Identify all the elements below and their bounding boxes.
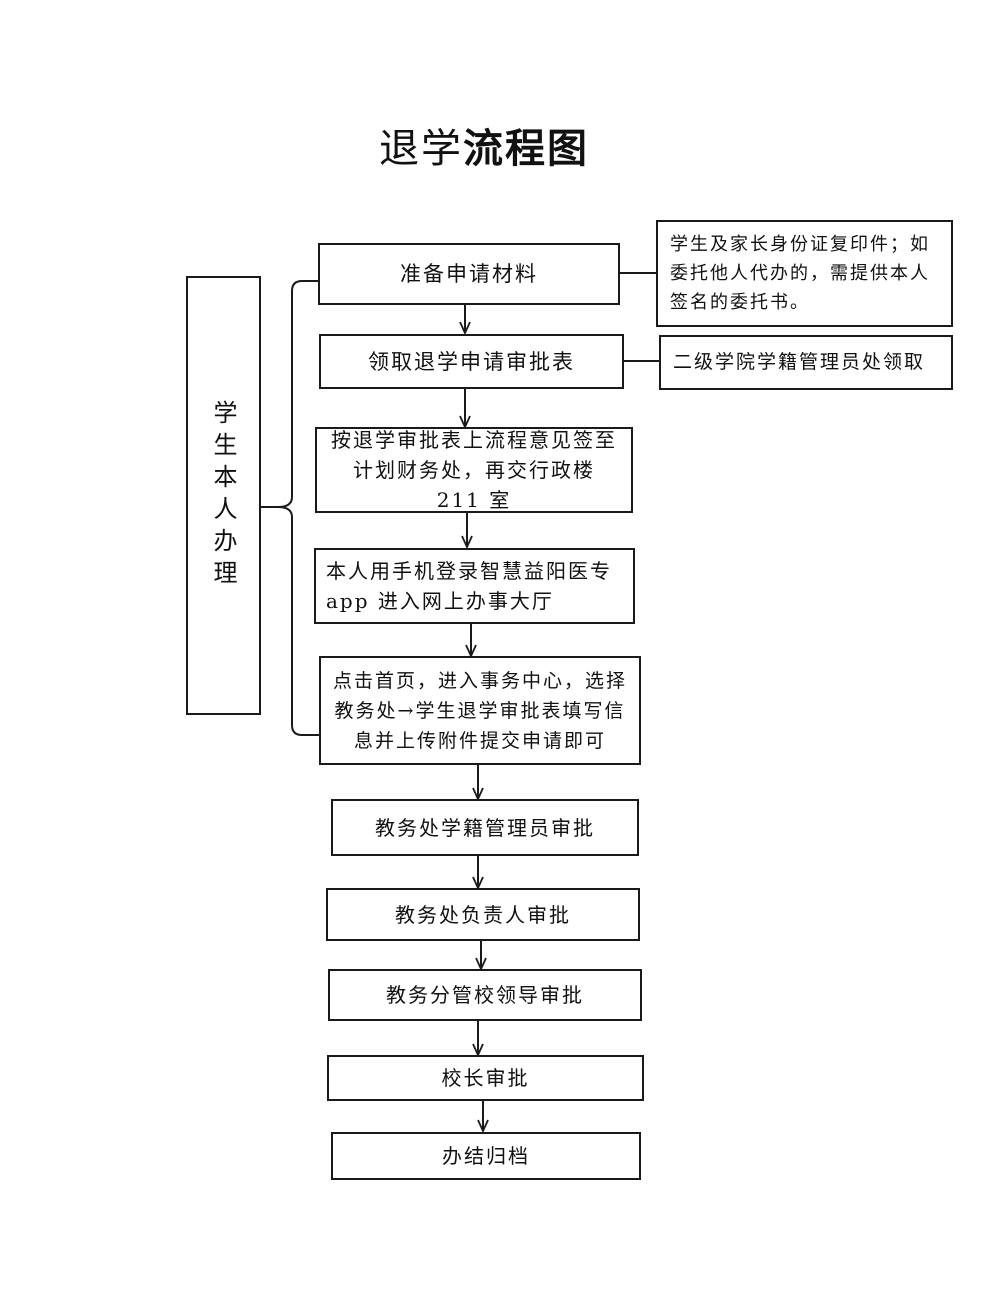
step-collect-approval-form: 领取退学申请审批表 <box>319 334 624 389</box>
page-title: 退学流程图 <box>0 116 968 174</box>
side-box-label: 学生本人办理 <box>209 399 237 592</box>
note-form-source: 二级学院学籍管理员处领取 <box>659 335 953 390</box>
step-login-app: 本人用手机登录智慧益阳医专 app 进入网上办事大厅 <box>314 548 635 624</box>
step-vice-president-approval: 教务分管校领导审批 <box>328 969 642 1021</box>
title-part-bold: 流程图 <box>463 125 589 172</box>
step-registrar-approval: 教务处学籍管理员审批 <box>331 799 639 856</box>
step-office-head-approval: 教务处负责人审批 <box>326 888 640 941</box>
title-part-regular: 退学 <box>379 126 463 172</box>
side-box-student-in-person: 学生本人办理 <box>186 276 261 715</box>
step-prepare-materials: 准备申请材料 <box>318 243 620 305</box>
step-sign-finance-office: 按退学审批表上流程意见签至计划财务处，再交行政楼 211 室 <box>315 427 633 513</box>
step-submit-online-application: 点击首页，进入事务中心，选择教务处→学生退学审批表填写信息并上传附件提交申请即可 <box>319 656 641 765</box>
step-archive: 办结归档 <box>331 1132 641 1180</box>
note-required-documents: 学生及家长身份证复印件；如委托他人代办的，需提供本人签名的委托书。 <box>656 220 953 327</box>
step-president-approval: 校长审批 <box>327 1055 644 1101</box>
